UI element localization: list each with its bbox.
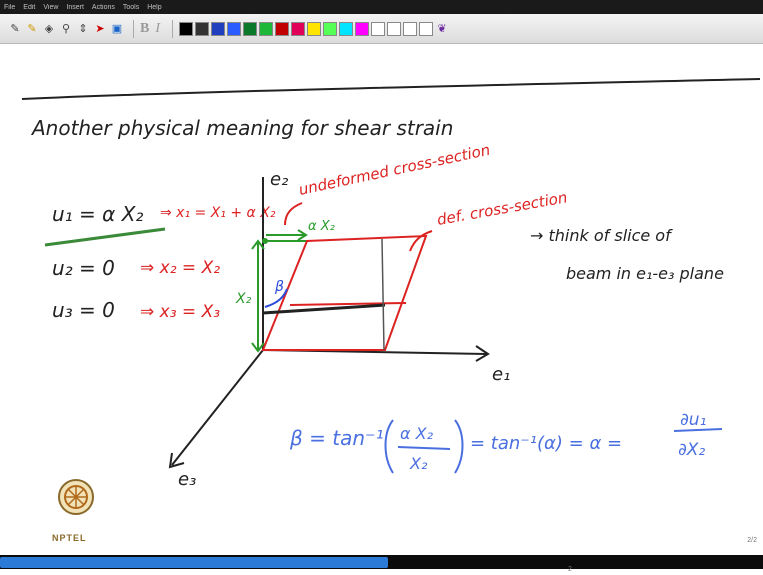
menu-edit[interactable]: Edit [23,3,36,11]
menu-help[interactable]: Help [147,3,162,11]
eq3-rhs: ⇒ x₃ = X₃ [140,302,220,322]
eq3-lhs: u₃ = 0 [52,298,115,322]
insert-space-icon[interactable]: ⇕ [78,22,88,35]
beta-frac-den: X₂ [409,454,428,473]
undeformed-label: undeformed cross-section [297,141,492,199]
color-swatch[interactable] [227,21,242,36]
highlighter-icon[interactable]: ✎ [27,22,37,35]
menu-view[interactable]: View [43,3,59,11]
beta-arc [264,288,288,308]
deformed-label: def. cross-section [436,188,569,229]
menu-tools[interactable]: Tools [122,3,140,11]
color-swatch[interactable] [179,21,194,36]
deformed-cross-section [261,234,428,351]
lasso-icon[interactable]: ⚲ [61,22,71,35]
color-swatch[interactable] [307,21,322,36]
handwriting-canvas: Another physical meaning for shear strai… [21,78,761,490]
horizontal-scrollbar[interactable] [0,555,763,569]
shift-label: α X₂ [308,219,335,234]
nptel-logo-text: NPTEL [52,533,87,543]
reference-vertical [381,238,385,351]
eq1-lhs: u₁ = α X₂ [52,202,143,226]
axis-e1-label: e₁ [492,364,510,385]
color-swatch[interactable] [211,21,226,36]
height-label: X₂ [235,291,252,307]
beta-label: β [274,279,284,295]
paren-left [384,419,394,474]
color-swatch[interactable] [339,21,354,36]
pen-icon[interactable]: ✎ [10,22,20,35]
color-swatch[interactable] [419,21,434,36]
eq2-lhs: u₂ = 0 [52,256,115,280]
pointer-icon[interactable]: ➤ [95,22,105,35]
axis-e3-label: e₃ [178,469,196,490]
eq1-rhs: ⇒ x₁ = X₁ + α X₂ [160,205,276,221]
color-swatch[interactable] [275,21,290,36]
axis-e2-label: e₂ [270,169,288,190]
eq2-rhs: ⇒ x₂ = X₂ [140,258,220,278]
scrollbar-thumb[interactable] [0,557,388,568]
beta-d-bar [673,428,723,432]
color-swatch[interactable] [355,21,370,36]
status-strip [0,569,763,575]
color-swatch[interactable] [323,21,338,36]
color-swatch[interactable] [259,21,274,36]
undeformed-pointer [284,202,303,226]
axis-e1-arrowhead [475,345,490,362]
page-number: 2 [568,566,572,573]
corner-point [262,238,268,244]
eraser-icon[interactable]: ◈ [44,22,54,35]
beta-frac-num: α X₂ [400,424,434,443]
page-rule [21,78,761,100]
color-picker-icon[interactable]: ❦ [437,22,447,35]
height-marker-arrows [251,239,265,353]
nptel-logo-icon [58,479,94,515]
paren-right [454,419,464,474]
color-swatch[interactable] [387,21,402,36]
toolbar-divider [133,19,134,38]
color-swatch[interactable] [195,21,210,36]
beta-frac-bar [397,446,451,450]
page-count: 2/2 [747,537,757,544]
slice-line [262,303,386,315]
shift-arrowhead [297,229,308,241]
bold-button[interactable]: B [140,20,150,36]
image-icon[interactable]: ▣ [111,22,123,35]
color-swatch[interactable] [371,21,386,36]
color-palette [179,21,435,36]
color-swatch[interactable] [403,21,418,36]
pen-toolbar: ✎ ✎ ◈ ⚲ ⇕ ➤ ▣ B I ❦ [0,14,763,44]
toolbar-divider [172,19,174,38]
menu-actions[interactable]: Actions [91,3,115,11]
italic-button[interactable]: I [155,20,161,36]
beta-d-den: ∂X₂ [678,440,705,460]
menu-insert[interactable]: Insert [66,3,84,11]
note-line-2: beam in e₁-e₃ plane [566,264,724,283]
color-swatch[interactable] [243,21,258,36]
menu-bar: File Edit View Insert Actions Tools Help [0,0,763,14]
beta-eq-part1: β = tan⁻¹ [289,426,384,450]
whiteboard-page[interactable]: Another physical meaning for shear strai… [0,45,763,553]
axis-e3 [171,349,264,466]
note-line-1: → think of slice of [530,226,673,245]
title-text: Another physical meaning for shear strai… [30,116,453,140]
beta-d-num: ∂u₁ [680,410,706,430]
beta-eq-part2: = tan⁻¹(α) = α = [470,433,622,454]
axis-e3-arrowhead [168,452,185,469]
deformed-mid-line [289,302,407,306]
color-swatch[interactable] [291,21,306,36]
menu-file[interactable]: File [4,3,16,11]
deformed-pointer [409,230,433,252]
green-underline [44,227,166,247]
